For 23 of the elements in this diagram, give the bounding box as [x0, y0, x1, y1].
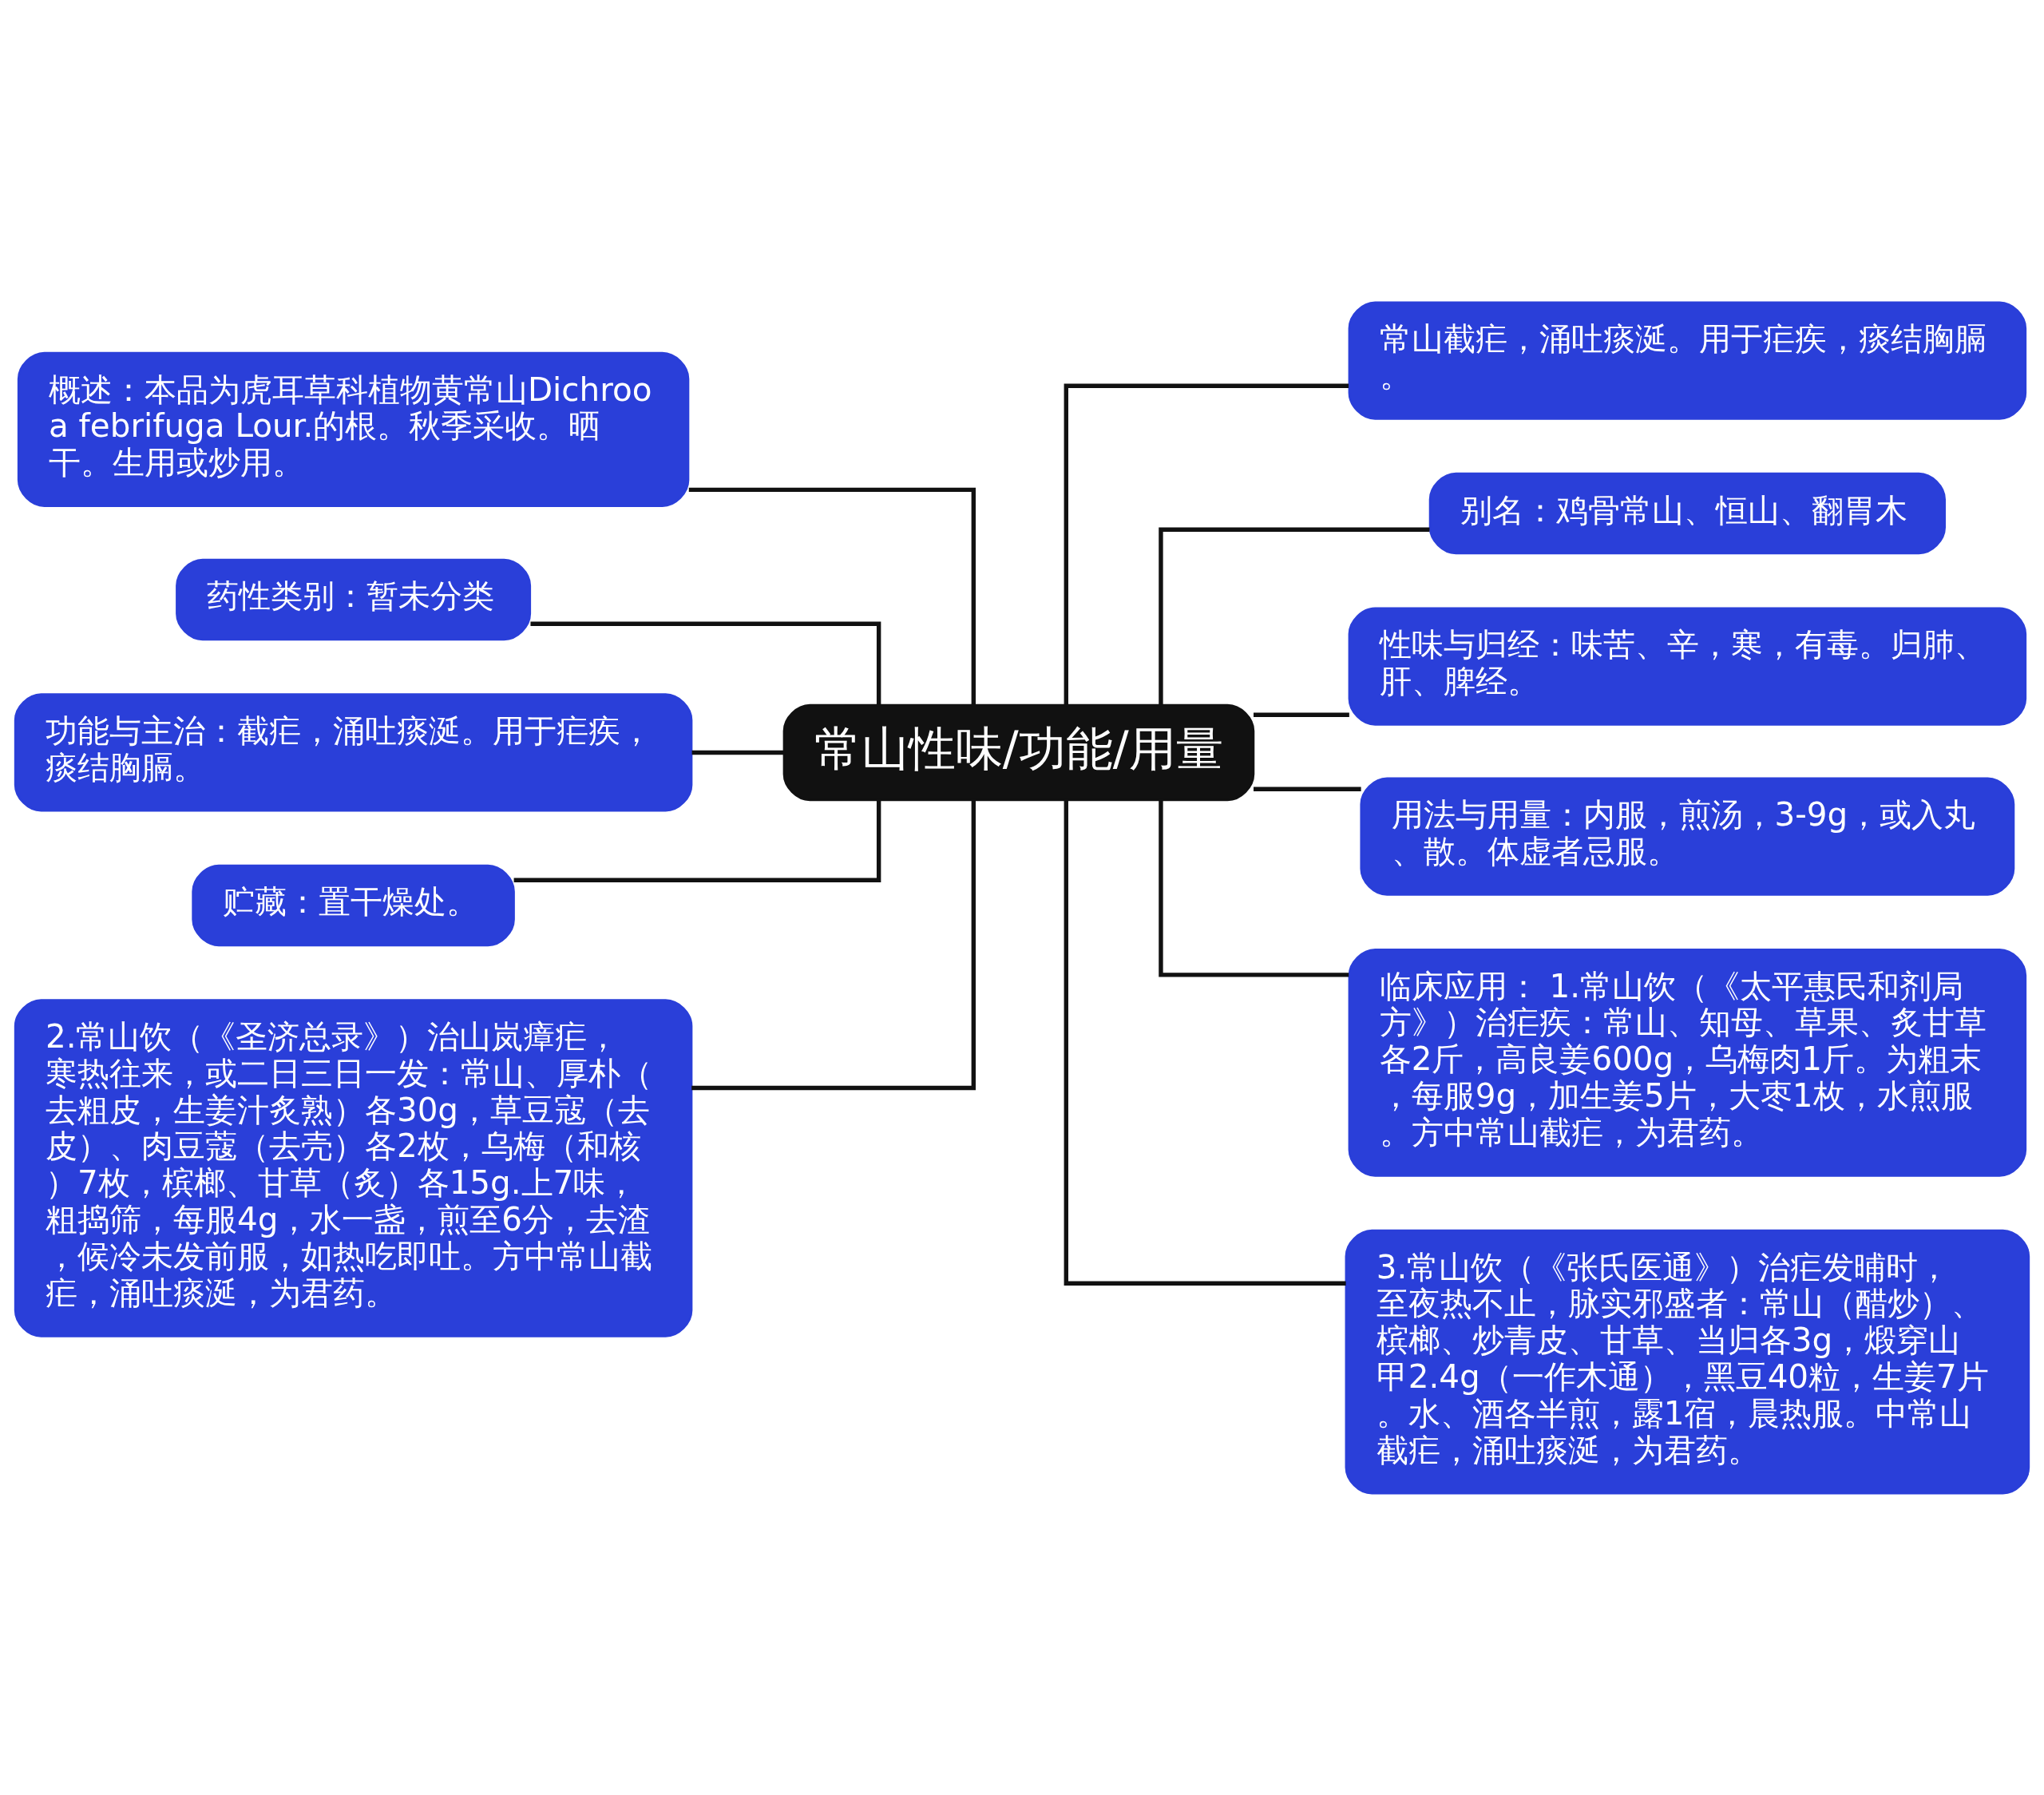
node-box: 2.常山饮（《圣济总录》）治山岚瘴疟，寒热往来，或二日三日一发：常山、厚朴（去粗皮，生姜汁炙熟）各30g，草豆寇（去皮）、肉豆蔻（去壳）各2枚，乌梅（和核）7枚，槟榔、甘草（炙）各15g.上7味，粗捣筛，每服4g，水一盏，煎至6分，去渣，候冷未发前服，如热吃即吐。方中常山截疟，涌吐痰涎，为君药。	[14, 998, 693, 1337]
connector	[1254, 787, 1361, 791]
node-box: 3.常山饮（《张氏医通》）治疟发晡时，至夜热不止，脉实邪盛者：常山（醋炒）、槟榔、炒青皮、甘草、当归各3g，煅穿山甲2.4g（一作木通），黑豆40粒，生姜7片。水、酒各半煎，露1宿，晨热服。中常山截疟，涌吐痰涎，为君药。	[1345, 1229, 2030, 1495]
connector	[1159, 799, 1349, 977]
connector	[530, 621, 881, 704]
node-box: 概述：本品为虎耳草科植物黄常山Dichrooa febrifuga Lour.的根。秋季采收。晒干。生用或炒用。	[17, 351, 690, 507]
connector	[691, 750, 784, 755]
node-box: 药性类别：暂未分类	[176, 558, 532, 640]
node-box: 别名：鸡骨常山、恒山、翻胃木	[1428, 472, 1946, 554]
node-box: 功能与主治：截疟，涌吐痰涎。用于疟疾，痰结胸膈。	[14, 692, 693, 812]
connector	[688, 487, 976, 705]
node-box: 常山性味/功能/用量	[782, 703, 1255, 801]
node-box: 用法与用量：内服，煎汤，3-9g，或入丸、散。体虚者忌服。	[1360, 776, 2015, 896]
connector	[1254, 712, 1349, 717]
connector	[1064, 800, 1346, 1286]
node-box: 临床应用： 1.常山饮（《太平惠民和剂局方》）治疟疾：常山、知母、草果、炙甘草各2斤，高良姜600g，乌梅肉1斤。为粗末，每服9g，加生姜5片，大枣1枚，水煎服。方中常山截疟，为君药。	[1348, 948, 2027, 1177]
node-box: 性味与归经：味苦、辛，寒，有毒。归肺、肝、脾经。	[1348, 606, 2027, 726]
connector	[1159, 527, 1430, 705]
connector	[1064, 383, 1349, 704]
connector	[691, 800, 976, 1090]
connector	[513, 799, 881, 882]
node-box: 贮藏：置干燥处。	[192, 864, 515, 946]
node-box: 常山截疟，涌吐痰涎。用于疟疾，痰结胸膈。	[1348, 300, 2027, 420]
